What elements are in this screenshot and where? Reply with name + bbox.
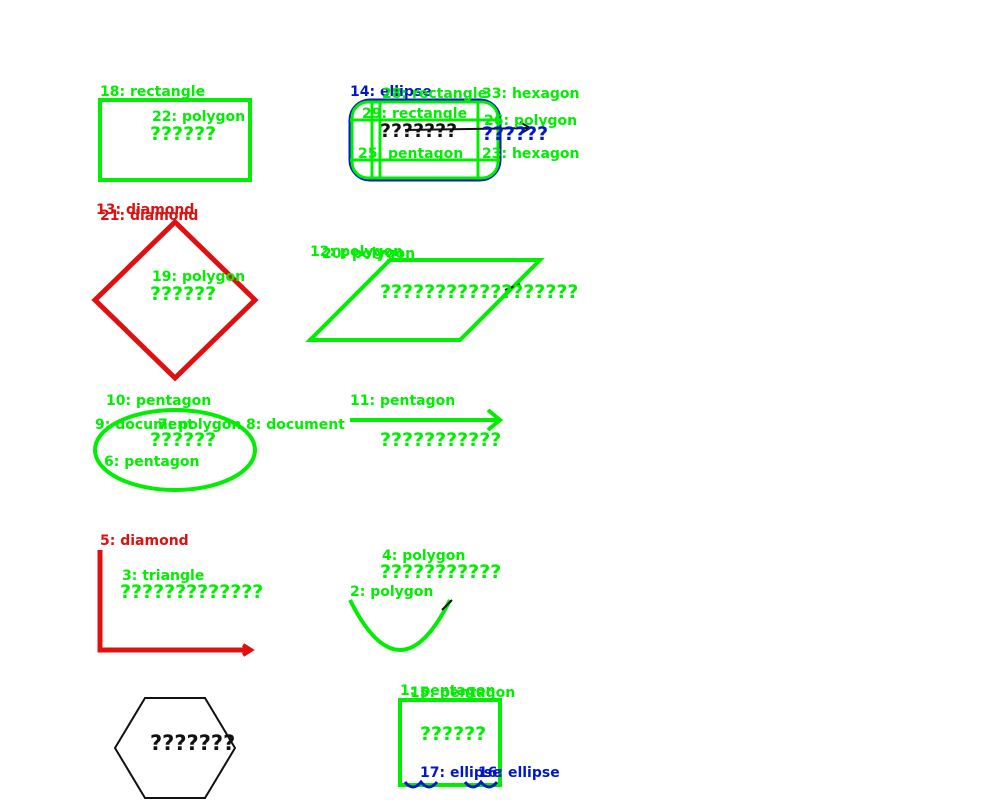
- label-22: 22: polygon: [152, 109, 245, 125]
- label-13: 13: diamond: [96, 202, 194, 218]
- label-12: 12: polygon: [310, 244, 403, 260]
- label-21: 21: diamond: [100, 208, 198, 224]
- placeholder-11: ???????????: [380, 429, 501, 451]
- ellipse-shape-14: [348, 98, 502, 182]
- label-18: 18: rectangle: [100, 84, 205, 100]
- placeholder-hexagon: ???????: [150, 731, 235, 755]
- label-25: 25: pentagon: [358, 146, 463, 162]
- connector-arrow-c: [441, 599, 453, 611]
- diamond-shape-13: [91, 218, 259, 382]
- label-20: 20: polygon: [322, 246, 415, 262]
- connector-arrow-a: [404, 127, 531, 131]
- l-shape-5: [97, 550, 250, 653]
- label-33: 33: hexagon: [482, 86, 580, 102]
- label-14: 14: ellipse: [350, 84, 432, 100]
- placeholder-7: ??????: [150, 429, 216, 451]
- arrowhead-11: [486, 408, 504, 432]
- parallelogram-shape-12: [305, 258, 545, 342]
- connector-arrow-b: [504, 283, 521, 291]
- label-10: 10: pentagon: [106, 393, 211, 409]
- placeholder-3: ?????????????: [120, 581, 263, 603]
- placeholder-4: ???????????: [380, 561, 501, 583]
- label-2: 2: polygon: [350, 584, 433, 600]
- label-6: 6: pentagon: [104, 454, 199, 470]
- arrowhead-5: [241, 643, 255, 657]
- label-23: 23: hexagon: [482, 146, 580, 162]
- curve-shape-2: [348, 599, 452, 652]
- hexagon-shape: [113, 697, 237, 799]
- placeholder-20: ??????????????????: [380, 281, 578, 303]
- placeholder-22: ??????: [150, 123, 216, 145]
- placeholder-cluster-black: ???????: [380, 120, 457, 142]
- label-15: 15: pentagon: [410, 685, 515, 701]
- ellipse-shape-16: [463, 779, 499, 789]
- label-19: 19: polygon: [152, 269, 245, 285]
- label-17: 17: ellipse: [420, 765, 502, 781]
- label-9: 9: document: [95, 417, 194, 433]
- label-29: 29: rectangle: [362, 106, 467, 122]
- label-28: 28: rectangle: [382, 86, 487, 102]
- label-11: 11: pentagon: [350, 393, 455, 409]
- label-5: 5: diamond: [100, 533, 189, 549]
- ellipse-shape-10: [93, 408, 257, 492]
- rectangle-shape-28: [350, 100, 500, 180]
- label-8: 8: document: [246, 417, 345, 433]
- placeholder-cluster-blue: ??????: [482, 123, 548, 145]
- label-16: 16: ellipse: [478, 765, 560, 781]
- placeholder-15: ??????: [420, 723, 486, 745]
- rectangle-shape-18: [98, 98, 252, 182]
- arrowhead-a: [519, 121, 532, 135]
- ellipse-shape-17: [403, 779, 439, 789]
- label-3: 3: triangle: [122, 568, 204, 584]
- pentagon-shape-1: [398, 698, 502, 787]
- label-1: 1: pentagon: [400, 683, 495, 699]
- label-26: 26: polygon: [484, 113, 577, 129]
- placeholder-19: ??????: [150, 283, 216, 305]
- label-7: 7: polygon: [158, 417, 241, 433]
- label-4: 4: polygon: [382, 548, 465, 564]
